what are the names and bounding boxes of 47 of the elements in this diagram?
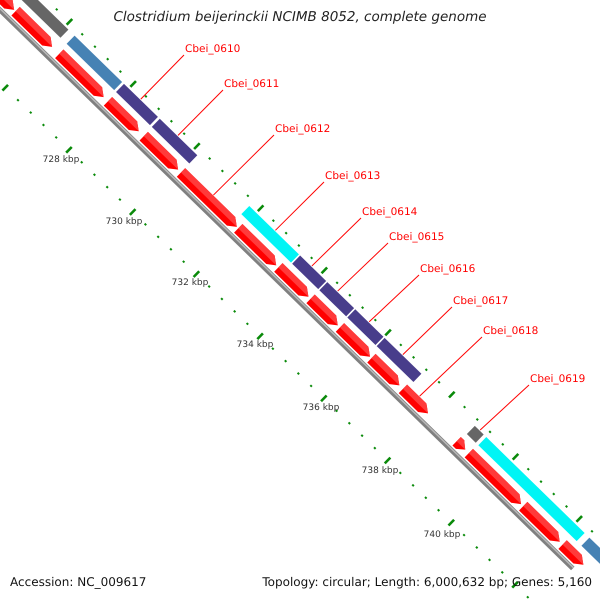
gene-label: Cbei_0619 [530, 373, 586, 386]
leader-line [311, 218, 362, 266]
gene-block [558, 540, 584, 565]
scale-label: 728 kbp [42, 154, 80, 166]
gene-label: Cbei_0618 [483, 325, 538, 338]
gene-label: Cbei_0616 [420, 263, 476, 276]
scale-label: 740 kbp [424, 530, 460, 540]
gene-block [104, 96, 139, 132]
gene-label: Cbei_0614 [362, 206, 418, 219]
scale-label: 732 kbp [172, 278, 208, 288]
gene-label: Cbei_0615 [389, 231, 444, 244]
gene-block [0, 0, 14, 10]
info-text: Topology: circular; Length: 6,000,632 bp; Genes: 5,160 [262, 574, 592, 590]
gene-label: Cbei_0613 [325, 170, 380, 183]
leader-line [368, 274, 420, 322]
gene-block [55, 50, 104, 98]
leader-line [337, 242, 388, 292]
gene-label: Cbei_0612 [275, 123, 330, 136]
scale-label: 736 kbp [302, 402, 340, 414]
leader-line [274, 182, 324, 231]
gene-bar [115, 82, 159, 126]
gene-block [398, 384, 428, 414]
gene-bar [20, 0, 70, 39]
leader-line [178, 90, 224, 136]
gene-block [140, 132, 178, 170]
gene-bar [291, 254, 328, 290]
gene-block [336, 323, 370, 357]
gene-block [452, 436, 466, 450]
leader-line [402, 306, 452, 356]
scale-label: 730 kbp [106, 216, 142, 228]
title: Clostridium beijerinckii NCIMB 8052, complete genome [112, 9, 488, 25]
info-text: Accession: NC_009617 [10, 574, 146, 590]
gene-bar [466, 425, 485, 444]
leader-line [212, 134, 274, 196]
gene-label: Cbei_0611 [224, 78, 280, 91]
gene-label: Cbei_0617 [453, 295, 508, 308]
gene-bar [318, 281, 355, 318]
gene-block [367, 354, 400, 386]
gene-label: Cbei_0610 [185, 43, 240, 56]
scale-label: 734 kbp [236, 340, 274, 350]
leader-line [419, 336, 482, 397]
leader-line [140, 54, 184, 100]
leader-line [480, 384, 530, 430]
gene-block [234, 224, 276, 266]
gene-block [176, 168, 237, 227]
gene-block [11, 6, 52, 47]
scale-label: 738 kbp [362, 466, 398, 476]
